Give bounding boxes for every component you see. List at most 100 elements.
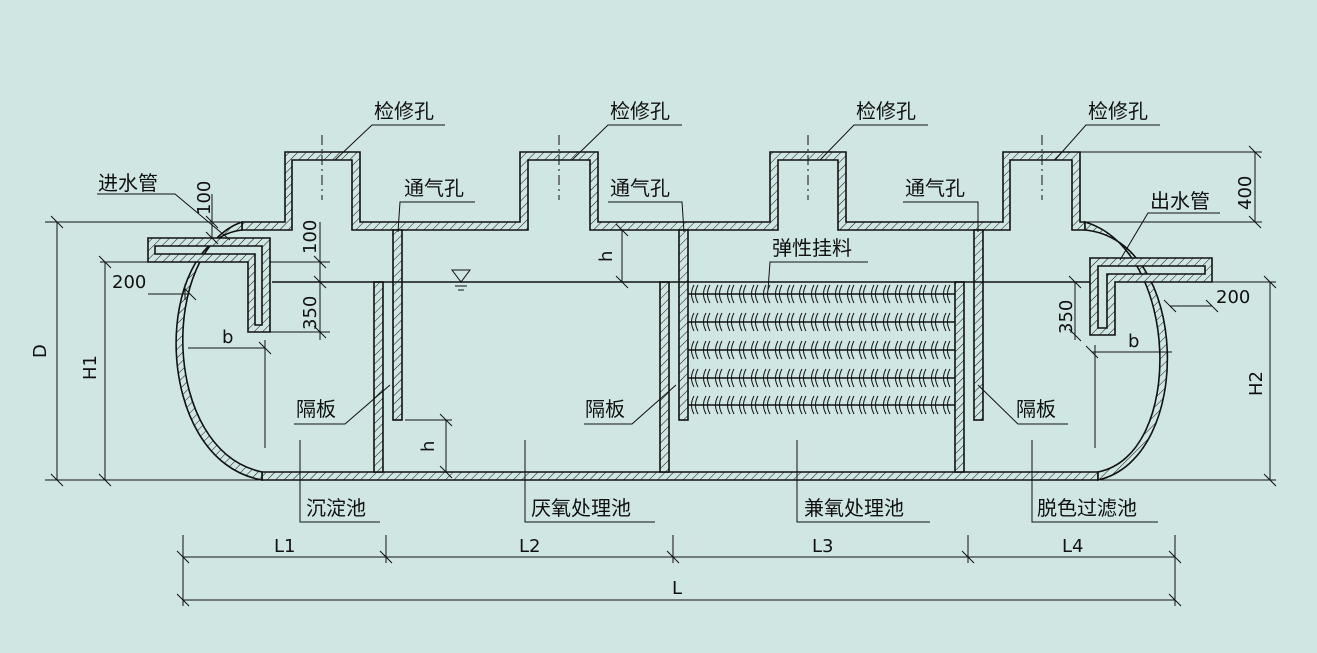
dim-b-right: b bbox=[1128, 331, 1139, 352]
tank-label-decolor-filter: 脱色过滤池 bbox=[1037, 496, 1137, 520]
media-fiber bbox=[727, 340, 735, 360]
media-fiber bbox=[859, 395, 867, 415]
media-fiber bbox=[763, 312, 771, 332]
dim-b-left: b bbox=[222, 327, 233, 348]
media-fiber bbox=[919, 312, 927, 332]
media-fiber bbox=[739, 284, 747, 304]
baffle-label-2: 隔板 bbox=[585, 397, 625, 421]
media-fiber bbox=[883, 340, 891, 360]
dim-h-lower: h bbox=[418, 441, 439, 452]
media-fiber bbox=[727, 284, 735, 304]
inlet-pipe bbox=[147, 237, 271, 333]
media-fiber bbox=[847, 368, 855, 388]
manhole-label-2: 检修孔 bbox=[610, 99, 670, 123]
dim-L3: L3 bbox=[812, 536, 833, 557]
inlet-label: 进水管 bbox=[98, 171, 158, 195]
media-fiber bbox=[799, 395, 807, 415]
media-fiber bbox=[835, 312, 843, 332]
media-fiber bbox=[835, 284, 843, 304]
tank-label-facultative: 兼氧处理池 bbox=[804, 496, 904, 520]
media-fiber bbox=[895, 340, 903, 360]
media-fiber bbox=[811, 368, 819, 388]
media-fiber bbox=[907, 368, 915, 388]
dim-L4: L4 bbox=[1062, 536, 1083, 557]
media-fiber bbox=[775, 368, 783, 388]
media-fiber bbox=[703, 340, 711, 360]
media-fiber bbox=[751, 368, 759, 388]
dim-100-left: 100 bbox=[300, 220, 321, 254]
dim-400: 400 bbox=[1235, 176, 1256, 210]
media-fiber bbox=[943, 284, 951, 304]
partitions bbox=[373, 229, 984, 473]
media-fiber bbox=[739, 340, 747, 360]
media-fiber bbox=[943, 340, 951, 360]
media-fiber bbox=[931, 312, 939, 332]
media-fiber bbox=[715, 312, 723, 332]
media-fiber bbox=[823, 284, 831, 304]
media-fiber bbox=[859, 284, 867, 304]
media-fiber bbox=[823, 340, 831, 360]
dimension-lines bbox=[45, 145, 1277, 607]
media-fiber bbox=[907, 284, 915, 304]
media-fiber bbox=[715, 284, 723, 304]
media-fiber bbox=[823, 368, 831, 388]
media-fiber bbox=[883, 395, 891, 415]
manhole-label-4: 检修孔 bbox=[1088, 99, 1148, 123]
media-fiber bbox=[727, 368, 735, 388]
outlet-pipe bbox=[1089, 257, 1213, 336]
media-fiber bbox=[751, 395, 759, 415]
manhole-label-3: 检修孔 bbox=[856, 99, 916, 123]
media-fiber bbox=[799, 312, 807, 332]
tank-label-anaerobic: 厌氧处理池 bbox=[531, 496, 631, 520]
media-fiber bbox=[883, 284, 891, 304]
media-fiber bbox=[775, 395, 783, 415]
media-fiber bbox=[919, 368, 927, 388]
dim-H1: H1 bbox=[80, 355, 101, 380]
dim-L1: L1 bbox=[274, 536, 295, 557]
dim-100-top: 100 bbox=[194, 181, 215, 215]
dim-350-left: 350 bbox=[300, 296, 321, 330]
media-fiber bbox=[943, 312, 951, 332]
media-fiber bbox=[835, 368, 843, 388]
media-fiber bbox=[775, 284, 783, 304]
media-label: 弹性挂料 bbox=[772, 236, 852, 260]
media-fiber bbox=[835, 395, 843, 415]
media-fiber bbox=[919, 340, 927, 360]
media-fiber bbox=[799, 284, 807, 304]
media-fiber bbox=[931, 368, 939, 388]
labels: 检修孔 检修孔 检修孔 检修孔 通气孔 通气孔 通气孔 进水管 出水管 弹性挂料… bbox=[98, 99, 1210, 520]
media-fiber bbox=[907, 340, 915, 360]
media-fiber bbox=[883, 312, 891, 332]
media-fiber bbox=[715, 340, 723, 360]
dim-350-right: 350 bbox=[1056, 300, 1077, 334]
media-fiber bbox=[751, 340, 759, 360]
vent-label-3: 通气孔 bbox=[905, 176, 965, 200]
tank-shell bbox=[175, 151, 1169, 482]
media-fiber bbox=[703, 368, 711, 388]
media-fiber bbox=[691, 312, 699, 332]
baffle-label-1: 隔板 bbox=[296, 397, 336, 421]
media-fiber bbox=[871, 312, 879, 332]
media-fiber bbox=[787, 368, 795, 388]
media-fiber bbox=[931, 340, 939, 360]
media-fiber bbox=[847, 284, 855, 304]
media-fiber bbox=[727, 312, 735, 332]
dim-H2: H2 bbox=[1246, 371, 1267, 396]
media-fiber bbox=[727, 395, 735, 415]
media-fiber bbox=[871, 340, 879, 360]
dim-D: D bbox=[30, 344, 51, 358]
media-fiber bbox=[787, 340, 795, 360]
media-fiber bbox=[775, 312, 783, 332]
media-fiber bbox=[847, 395, 855, 415]
media-fiber bbox=[787, 395, 795, 415]
manhole-centerlines bbox=[321, 135, 1043, 200]
vent-label-1: 通气孔 bbox=[404, 176, 464, 200]
media-fiber bbox=[787, 284, 795, 304]
media-fiber bbox=[691, 368, 699, 388]
media-fiber bbox=[823, 395, 831, 415]
media-fiber bbox=[739, 312, 747, 332]
media-fiber bbox=[703, 395, 711, 415]
media-fiber bbox=[763, 340, 771, 360]
